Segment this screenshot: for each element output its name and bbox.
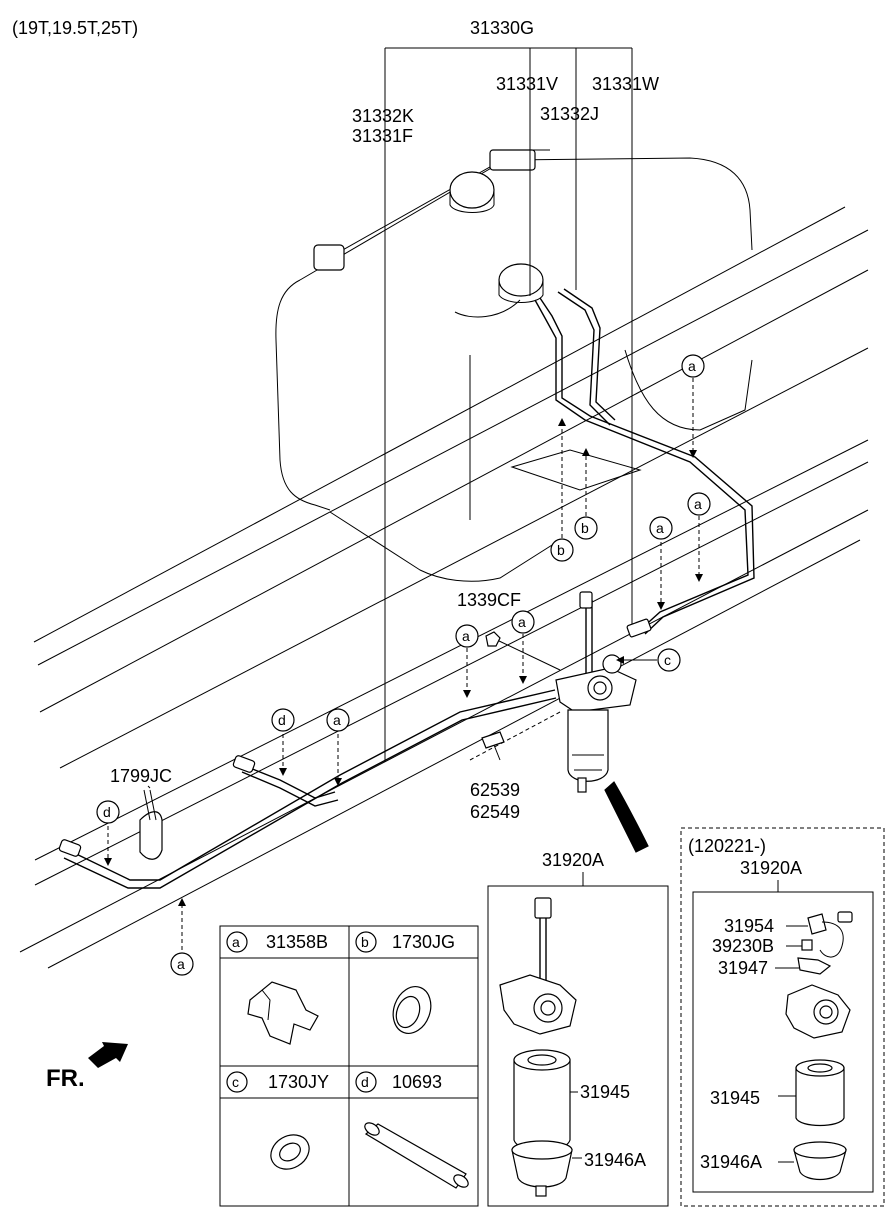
date-note: (120221-) [688, 836, 766, 856]
marker-d: d [278, 712, 286, 728]
marker-a: a [694, 496, 702, 512]
legend-part-1730JG: 1730JG [392, 932, 455, 952]
marker-a: a [688, 358, 696, 374]
hose-illustration [364, 1123, 467, 1189]
label-62549: 62549 [470, 802, 520, 822]
label-31330G: 31330G [470, 18, 534, 38]
label-62539: 62539 [470, 780, 520, 800]
marker-c: c [664, 652, 671, 668]
filter-new-title: 31920A [740, 858, 802, 878]
label-31920A: 31920A [542, 850, 604, 870]
filter-detail-box: 31945 31946A [487, 872, 669, 1207]
label-31331V: 31331V [496, 74, 558, 94]
label-39230B: 39230B [712, 936, 774, 956]
label-31332K: 31332K [352, 106, 414, 126]
filter-detail-box-new: (120221-) 31920A 31954 39230B 31947 3194… [680, 827, 885, 1207]
filter-box-label-31946A: 31946A [584, 1150, 646, 1170]
legend-part-1730JY: 1730JY [268, 1072, 329, 1092]
marker-d: d [103, 804, 111, 820]
label-31332J: 31332J [540, 104, 599, 124]
circle-markers: a a a b b c a a d a d a [96, 354, 711, 976]
filter-box-label-31945: 31945 [580, 1082, 630, 1102]
small-parts [139, 631, 505, 860]
assembly-leaders [384, 47, 633, 762]
label-31947: 31947 [718, 958, 768, 978]
front-label: FR. [46, 1065, 85, 1092]
label-31331F: 31331F [352, 126, 413, 146]
marker-a: a [518, 614, 526, 630]
legend-key-a: a [232, 934, 240, 950]
mounted-fuel-filter [469, 591, 649, 853]
marker-a: a [333, 712, 341, 728]
fuel-tank [275, 149, 753, 582]
label-31954: 31954 [724, 916, 774, 936]
front-arrow-icon [88, 1042, 128, 1068]
callout-labels: 31330G 31331V 31331W 31332J 31332K 31331… [110, 18, 659, 870]
marker-a: a [177, 956, 185, 972]
label-31946A-new: 31946A [700, 1152, 762, 1172]
model-note: (19T,19.5T,25T) [12, 18, 138, 38]
fuel-hoses [58, 288, 755, 889]
label-1339CF: 1339CF [457, 590, 521, 610]
legend-key-d: d [361, 1074, 369, 1090]
legend-key-c: c [232, 1074, 239, 1090]
clip-illustration [247, 981, 319, 1045]
marker-a: a [656, 520, 664, 536]
legend-part-31358B: 31358B [266, 932, 328, 952]
marker-arrows [104, 378, 703, 950]
legend-key-b: b [361, 934, 369, 950]
marker-b: b [557, 542, 565, 558]
marker-b: b [581, 520, 589, 536]
label-1799JC: 1799JC [110, 766, 172, 786]
legend-part-10693: 10693 [392, 1072, 442, 1092]
marker-a: a [462, 628, 470, 644]
label-31331W: 31331W [592, 74, 659, 94]
label-31945-new: 31945 [710, 1088, 760, 1108]
parts-legend-table: a 31358B b 1730JG c 1730JY d 10693 [219, 925, 479, 1207]
front-indicator: FR. [46, 1042, 128, 1092]
frame-rails [19, 206, 869, 969]
